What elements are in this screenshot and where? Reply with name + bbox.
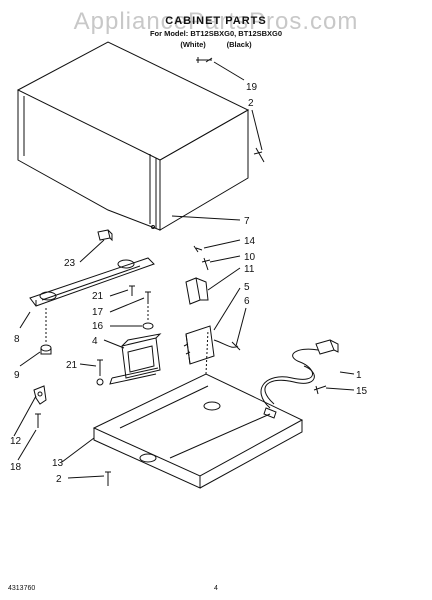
rail-8 xyxy=(29,257,155,307)
callout-12: 12 xyxy=(10,436,22,447)
cabinet-shell xyxy=(16,41,250,231)
screw-21-upper xyxy=(129,285,135,296)
callout-21-upper: 21 xyxy=(92,291,104,302)
callout-1: 1 xyxy=(356,370,362,381)
callout-10: 10 xyxy=(244,252,256,263)
callout-17: 17 xyxy=(92,307,104,318)
screw-10 xyxy=(201,257,211,271)
callout-11: 11 xyxy=(244,264,255,275)
callout-13: 13 xyxy=(52,458,64,469)
watermark: AppliancePartsPros.com xyxy=(73,8,359,35)
callout-2-top: 2 xyxy=(248,98,254,109)
callout-6: 6 xyxy=(244,296,250,307)
callout-21-lower: 21 xyxy=(66,360,78,371)
callout-18: 18 xyxy=(10,462,22,473)
callout-15: 15 xyxy=(356,386,368,397)
base-pan-13 xyxy=(92,329,304,489)
screw-18 xyxy=(35,413,41,428)
screw-2-bottom xyxy=(105,471,111,486)
screw-14 xyxy=(193,245,203,253)
callout-2-bottom: 2 xyxy=(56,474,62,485)
callout-16: 16 xyxy=(92,321,104,332)
callout-5: 5 xyxy=(244,282,250,293)
screw-15 xyxy=(313,385,327,395)
block-23 xyxy=(97,229,113,242)
page-title: CABINET PARTS xyxy=(165,15,267,27)
screw-17 xyxy=(145,291,151,304)
callout-4: 4 xyxy=(92,336,98,347)
callout-14: 14 xyxy=(244,236,256,247)
document-number: 4313760 xyxy=(8,585,36,592)
screw-2-top xyxy=(253,147,265,163)
transformer-4 xyxy=(109,333,162,385)
leader-lines xyxy=(13,61,355,479)
foot-9 xyxy=(40,308,52,355)
callout-23: 23 xyxy=(64,258,76,269)
bracket-11 xyxy=(185,277,209,305)
page-number: 4 xyxy=(214,585,218,592)
power-cord-1 xyxy=(260,339,339,419)
bracket-12 xyxy=(33,385,47,405)
screw-21-lower xyxy=(97,359,103,376)
callout-8: 8 xyxy=(14,334,20,345)
callout-19: 19 xyxy=(246,82,258,93)
screw-19 xyxy=(196,57,213,63)
washer-16 xyxy=(142,322,154,330)
capacitor-5 xyxy=(183,325,215,365)
model-numbers: For Model: BT12SBXG0, BT12SBXG0 xyxy=(149,29,283,38)
callout-labels: 19 2 7 14 10 23 11 5 6 21 17 16 8 4 9 21… xyxy=(10,82,368,485)
washer-21 xyxy=(96,378,104,386)
callout-9: 9 xyxy=(14,370,20,381)
callout-7: 7 xyxy=(244,216,250,227)
model-colors: (White) (Black) xyxy=(180,40,252,49)
